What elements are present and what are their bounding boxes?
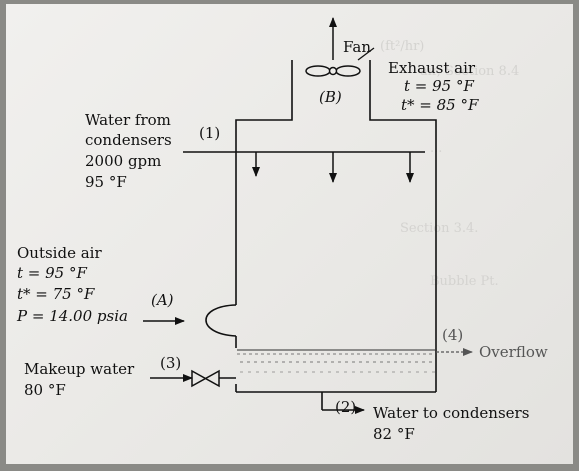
makeup-water-temp: 80 °F xyxy=(24,381,66,399)
outside-air-title: Outside air xyxy=(17,244,102,262)
svg-text:Section 3.4.: Section 3.4. xyxy=(400,221,478,236)
svg-text:air, Section 8.4: air, Section 8.4 xyxy=(420,64,519,79)
overflow-label: Overflow xyxy=(479,343,548,361)
stream-1-label: (1) xyxy=(199,124,220,142)
svg-text:Bubble Pt.: Bubble Pt. xyxy=(430,274,499,289)
water-inlet-pipe xyxy=(183,151,425,183)
tower-shell xyxy=(205,60,437,410)
makeup-water-title: Makeup water xyxy=(24,360,135,378)
stream-2-label: (2) xyxy=(335,398,356,416)
exhaust-air-wetbulb: t* = 85 °F xyxy=(401,96,479,114)
outside-air-pressure: P = 14.00 psia xyxy=(16,307,128,325)
point-b-label: (B) xyxy=(319,88,342,106)
exhaust-air-temp: t = 95 °F xyxy=(404,77,474,95)
water-to-title: Water to condensers xyxy=(373,404,529,422)
svg-text:(ft²/hr): (ft²/hr) xyxy=(380,39,424,54)
water-from-label-1: Water from xyxy=(85,111,171,129)
basin-water-level xyxy=(237,349,435,373)
bleed-through-text: (ft²/hr) air, Section 8.4 ... Section 3.… xyxy=(380,39,519,289)
point-a-label: (A) xyxy=(151,291,174,309)
outside-air-wetbulb: t* = 75 °F xyxy=(17,285,95,303)
page-background xyxy=(6,4,573,464)
water-from-temp: 95 °F xyxy=(85,173,127,191)
water-from-flow: 2000 gpm xyxy=(85,152,161,170)
makeup-valve-icon xyxy=(150,369,236,388)
exhaust-leader-line xyxy=(357,47,375,61)
stream-3-label: (3) xyxy=(160,354,181,372)
exhaust-air-title: Exhaust air xyxy=(388,59,476,77)
outside-air-temp: t = 95 °F xyxy=(17,264,87,282)
stream-4-label: (4) xyxy=(442,326,463,344)
water-to-temp: 82 °F xyxy=(373,425,415,443)
fan-icon xyxy=(305,17,361,77)
water-from-label-2: condensers xyxy=(85,131,172,149)
fan-label: Fan xyxy=(343,38,371,56)
